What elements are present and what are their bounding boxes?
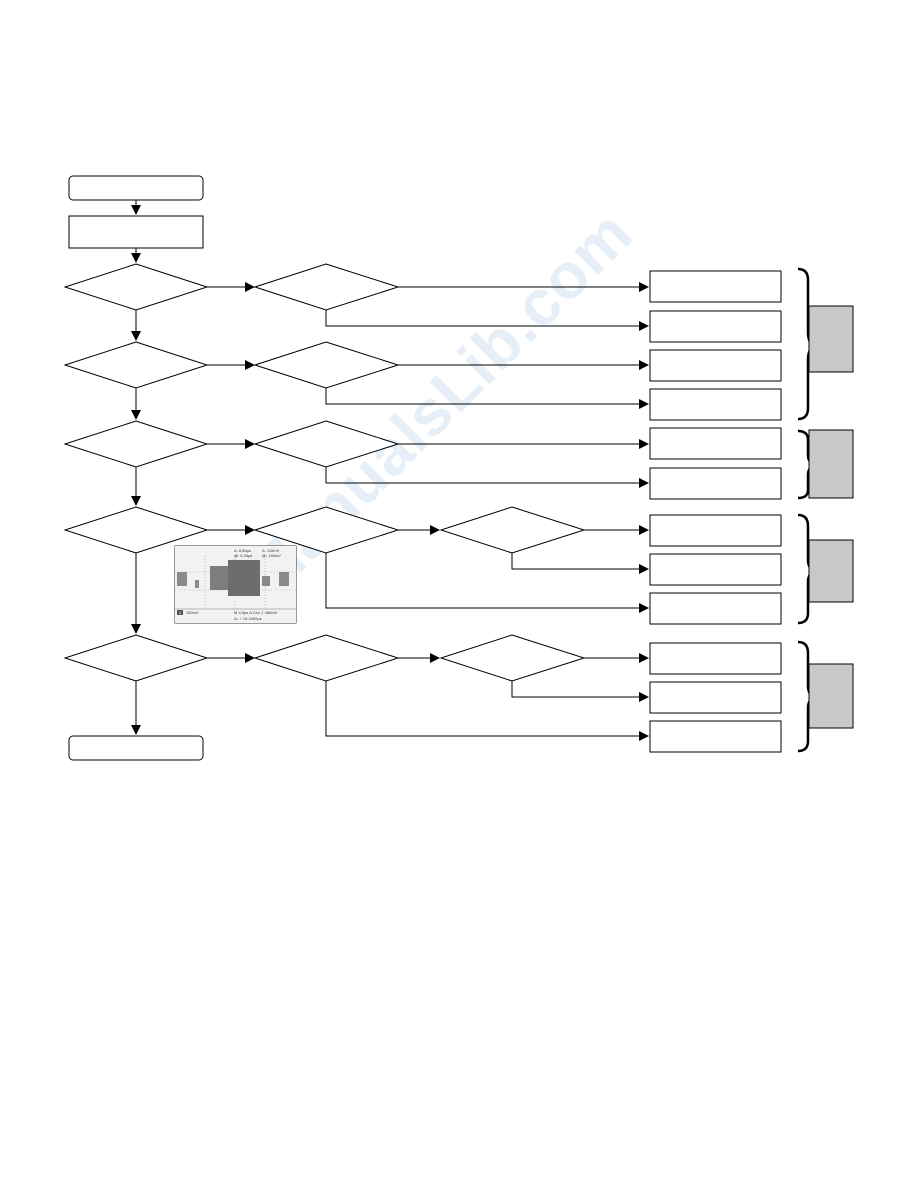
result-box-7 — [649, 514, 782, 547]
result-box-6 — [649, 467, 782, 500]
decision-diamond-5b — [253, 634, 400, 682]
decision-diamond-5 — [63, 634, 209, 682]
result-box-9 — [649, 592, 782, 625]
connector-d5b-to-result-12 — [325, 681, 649, 741]
decision-diamond-1 — [63, 263, 209, 311]
scope-readout-top-right2: @: 140mV — [262, 553, 281, 558]
side-box-2 — [808, 429, 854, 499]
result-box-8 — [649, 553, 782, 586]
connector-d3b-to-result-6 — [325, 467, 649, 488]
result-box-12 — [649, 720, 782, 753]
side-box-4 — [808, 663, 854, 729]
process-box — [68, 215, 204, 249]
decision-diamond-4c — [439, 506, 586, 554]
decision-diamond-3 — [63, 420, 209, 468]
scope-readout-top-left2: @: 5.25μs — [234, 553, 252, 558]
result-box-1 — [649, 270, 782, 303]
result-box-10 — [649, 642, 782, 675]
scope-scale-bottom: Δ↓ ↑ 15.4400μs — [234, 616, 262, 621]
result-box-5 — [649, 427, 782, 460]
decision-diamond-2b — [253, 341, 400, 389]
scope-scale-left: 100mV — [186, 610, 199, 615]
scope-channel-label: 1 — [179, 610, 182, 615]
result-box-2 — [649, 310, 782, 343]
end-terminal — [68, 735, 204, 761]
decision-diamond-2 — [63, 341, 209, 389]
decision-diamond-1b — [253, 263, 400, 311]
scope-readout-top-left: Δ: 8.80μs — [234, 548, 251, 553]
scope-readout-top-right: Δ: 110mV — [262, 548, 280, 553]
connector-d5c-to-result-11 — [511, 681, 649, 702]
scope-scale-mid: M 4.0μs A Ch1 ƒ 480mV — [234, 610, 278, 615]
connector-d4c-to-result-8 — [511, 553, 649, 574]
side-box-1 — [808, 305, 854, 373]
result-box-4 — [649, 388, 782, 421]
result-box-11 — [649, 681, 782, 714]
connector-d1b-to-result-2 — [325, 310, 649, 331]
side-box-3 — [808, 539, 854, 603]
start-terminal — [68, 175, 204, 201]
decision-diamond-5c — [439, 634, 586, 682]
decision-diamond-3b — [253, 420, 400, 468]
result-box-3 — [649, 349, 782, 382]
oscilloscope-waveform-image: Δ: 8.80μs @: 5.25μs Δ: 110mV @: 140mV 1 … — [174, 545, 297, 624]
connector-d2b-to-result-4 — [325, 388, 649, 409]
connector-d4b-to-result-9 — [325, 553, 649, 613]
